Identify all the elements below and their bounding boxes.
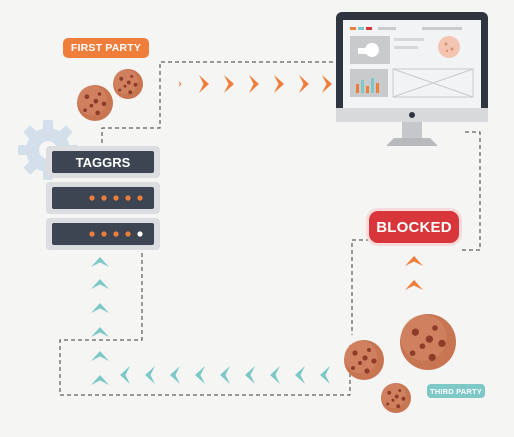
chevron-left-icon: [145, 366, 155, 384]
third-party-flow-arrows-vertical: [91, 257, 109, 385]
third-party-badge: THIRD PARTY: [427, 384, 485, 398]
cookie-icon: [344, 340, 384, 380]
monitor-to-blocked-path: [460, 131, 481, 251]
server-stack-icon: TAGGRS: [46, 146, 160, 250]
chevron-left-icon: [220, 366, 230, 384]
server-led: [113, 195, 119, 201]
chevron-left-icon: [270, 366, 280, 384]
chevron-up-icon: [405, 256, 423, 266]
desktop-monitor-icon: [336, 12, 488, 146]
chevron-up-icon: [91, 279, 109, 289]
chevron-up-icon: [405, 280, 423, 290]
chevron-right-icon: [299, 75, 309, 93]
chevron-left-icon: [170, 366, 180, 384]
chevron-left-icon: [320, 366, 330, 384]
server-led: [113, 231, 119, 237]
server-led: [89, 195, 95, 201]
chevron-right-icon: [178, 81, 182, 87]
chevron-left-icon: [245, 366, 255, 384]
server-led: [137, 231, 143, 237]
blocked-flow-arrows: [405, 256, 423, 290]
cookie-icon: [113, 69, 143, 99]
chevron-right-icon: [224, 75, 234, 93]
chevron-up-icon: [91, 351, 109, 361]
chevron-up-icon: [91, 303, 109, 313]
chevron-right-icon: [249, 75, 259, 93]
blocked-drop-path: [351, 239, 370, 335]
cookie-icon: [77, 85, 113, 121]
first-party-flow-arrows: [178, 75, 332, 93]
chevron-right-icon: [199, 75, 209, 93]
server-led: [125, 195, 131, 201]
chevron-up-icon: [91, 375, 109, 385]
server-led: [137, 195, 143, 201]
cookie-icon: [381, 383, 411, 413]
cookies-group: [77, 69, 456, 413]
first-party-path: [101, 61, 334, 150]
chevron-right-icon: [322, 75, 332, 93]
server-led: [125, 231, 131, 237]
third-party-flow-arrows-horizontal: [120, 366, 330, 384]
chevron-right-icon: [274, 75, 284, 93]
blocked-badge: BLOCKED: [369, 211, 459, 243]
server-led: [101, 195, 107, 201]
cookie-icon: [400, 314, 456, 370]
first-party-badge: FIRST PARTY: [63, 38, 149, 58]
server-led: [101, 231, 107, 237]
chevron-up-icon: [91, 327, 109, 337]
chevron-left-icon: [295, 366, 305, 384]
chevron-left-icon: [120, 366, 130, 384]
chevron-left-icon: [195, 366, 205, 384]
connection-lines: [59, 61, 481, 396]
server-led: [89, 231, 95, 237]
server-brand-label: TAGGRS: [76, 155, 131, 170]
chevron-up-icon: [91, 257, 109, 267]
third-party-path: [59, 250, 351, 396]
